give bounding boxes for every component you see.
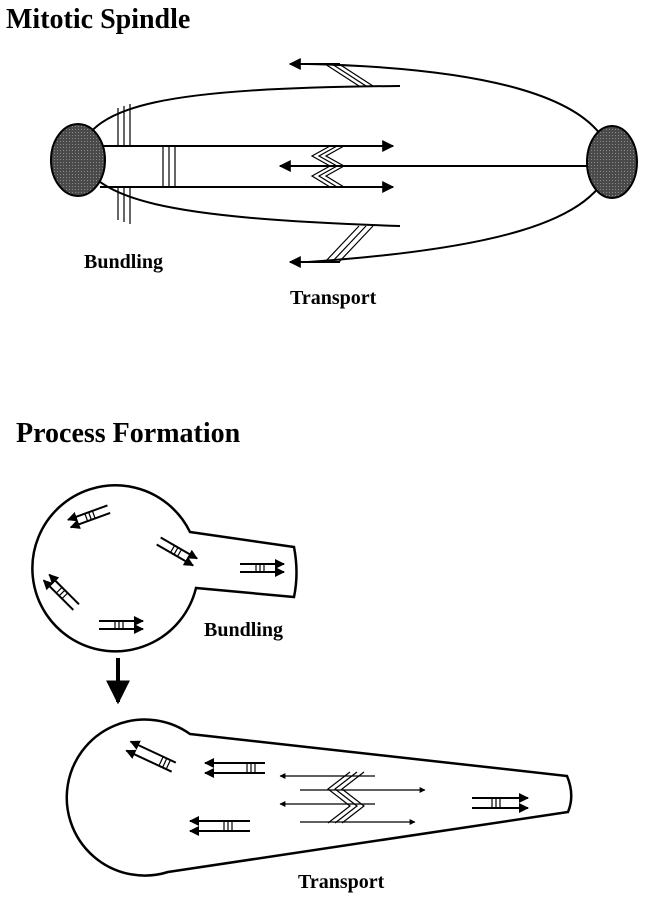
mt-bundle xyxy=(67,504,111,529)
label-process-transport: Transport xyxy=(298,871,385,893)
spindle-pole-left xyxy=(50,123,106,197)
mt-bundle xyxy=(472,793,529,813)
spindle-left-lower-edge xyxy=(77,152,401,227)
label-process-bundling: Bundling xyxy=(204,619,283,641)
mt-bundle xyxy=(240,559,285,577)
title-process-formation: Process Formation xyxy=(16,418,241,449)
title-mitotic-spindle: Mitotic Spindle xyxy=(6,4,190,35)
mt-bundle xyxy=(125,740,177,773)
mt-bundle xyxy=(189,816,250,836)
label-spindle-transport: Transport xyxy=(290,287,377,309)
label-spindle-bundling: Bundling xyxy=(84,251,163,273)
mt-bundle xyxy=(156,536,198,567)
spindle-left-upper-edge xyxy=(77,85,401,154)
spindle-transport-motors xyxy=(310,63,374,263)
cell-short-process xyxy=(31,484,298,653)
transport-motors xyxy=(327,771,365,824)
mt-bundle xyxy=(204,758,265,778)
mitotic-spindle-diagram xyxy=(50,58,638,268)
cell-body-long xyxy=(65,718,573,877)
mt-bundle xyxy=(42,573,80,611)
spindle-pole-right xyxy=(586,125,638,199)
spindle-bundling-crosslinks xyxy=(117,104,176,224)
mt-bundle xyxy=(99,616,144,634)
cell-body-short xyxy=(31,484,298,653)
cell-long-process xyxy=(65,718,573,877)
